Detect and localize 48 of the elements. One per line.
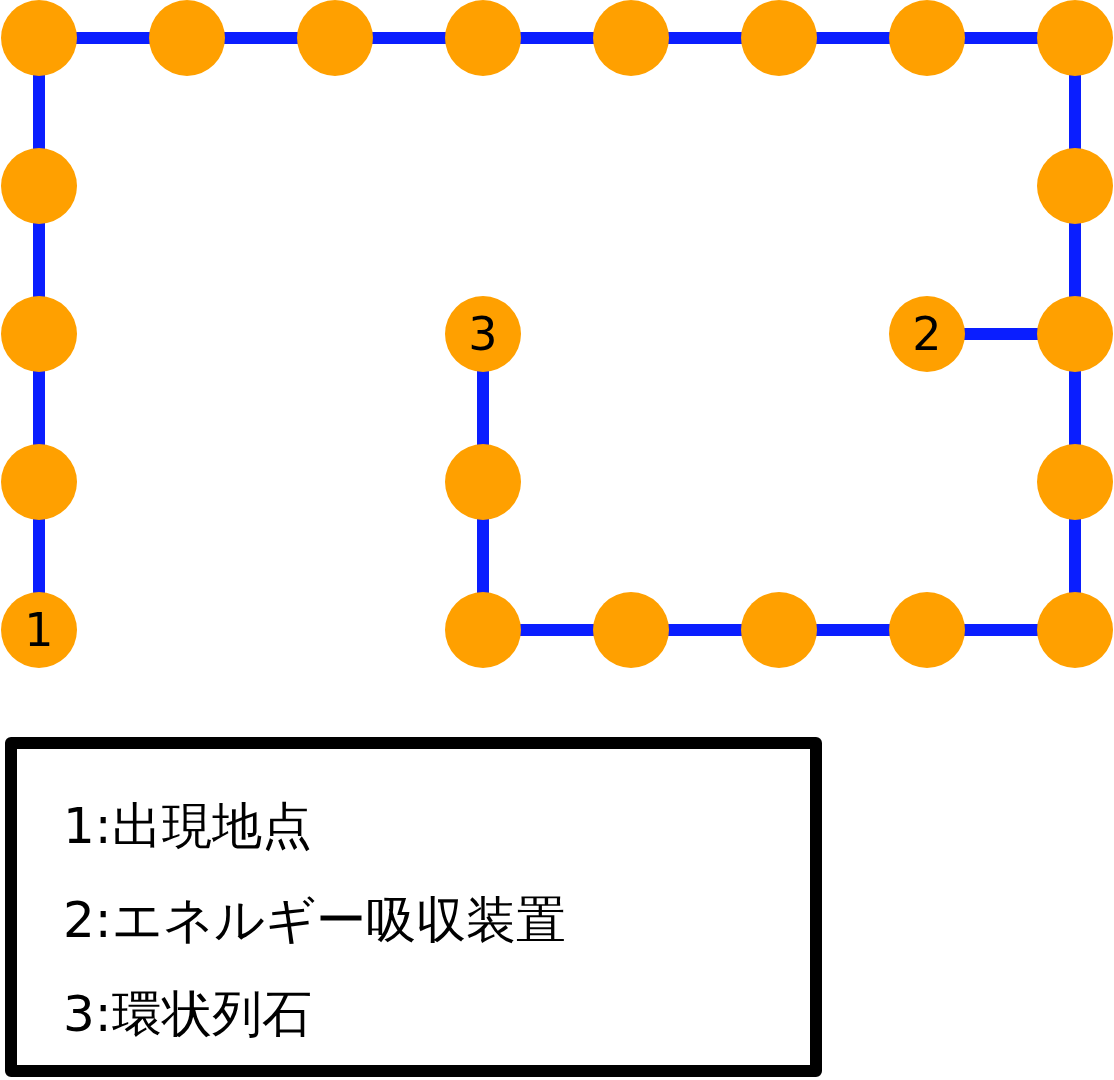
connector-line xyxy=(477,518,489,594)
circle-marker xyxy=(889,0,965,76)
connector-line xyxy=(371,32,447,44)
circle-marker xyxy=(445,444,521,520)
circle-marker xyxy=(593,592,669,668)
circle-marker xyxy=(1037,0,1113,76)
connector-line xyxy=(963,328,1039,340)
numbered-circle: 1 xyxy=(1,592,77,668)
connector-line xyxy=(75,32,151,44)
circle-marker xyxy=(1,296,77,372)
circle-marker xyxy=(1,0,77,76)
connector-line xyxy=(963,624,1039,636)
circle-marker xyxy=(149,0,225,76)
circle-marker xyxy=(1037,444,1113,520)
key-entry: 1:出現地点 xyxy=(63,801,312,851)
connector-line xyxy=(519,32,595,44)
circle-marker xyxy=(1,148,77,224)
connector-line xyxy=(1069,74,1081,150)
connector-line xyxy=(33,74,45,150)
connector-line xyxy=(667,32,743,44)
connector-line xyxy=(33,222,45,298)
circle-marker xyxy=(1,444,77,520)
circle-marker xyxy=(445,592,521,668)
connector-line xyxy=(477,370,489,446)
connector-line xyxy=(667,624,743,636)
numbered-circle: 2 xyxy=(889,296,965,372)
circle-marker xyxy=(741,0,817,76)
connector-line xyxy=(33,370,45,446)
circle-marker xyxy=(1037,592,1113,668)
circle-marker xyxy=(1037,296,1113,372)
connector-line xyxy=(1069,518,1081,594)
circle-marker xyxy=(1037,148,1113,224)
circle-marker xyxy=(741,592,817,668)
numbered-circle: 3 xyxy=(445,296,521,372)
connector-line xyxy=(223,32,299,44)
circle-marker xyxy=(445,0,521,76)
connector-line xyxy=(815,624,891,636)
circle-marker xyxy=(297,0,373,76)
connector-line xyxy=(1069,370,1081,446)
connector-line xyxy=(815,32,891,44)
key-entry: 3:環状列石 xyxy=(63,989,312,1039)
circle-marker xyxy=(593,0,669,76)
circle-marker xyxy=(889,592,965,668)
connector-line xyxy=(1069,222,1081,298)
connector-line xyxy=(519,624,595,636)
connector-line xyxy=(33,518,45,594)
key-entry: 2:エネルギー吸収装置 xyxy=(63,895,566,945)
connector-line xyxy=(963,32,1039,44)
